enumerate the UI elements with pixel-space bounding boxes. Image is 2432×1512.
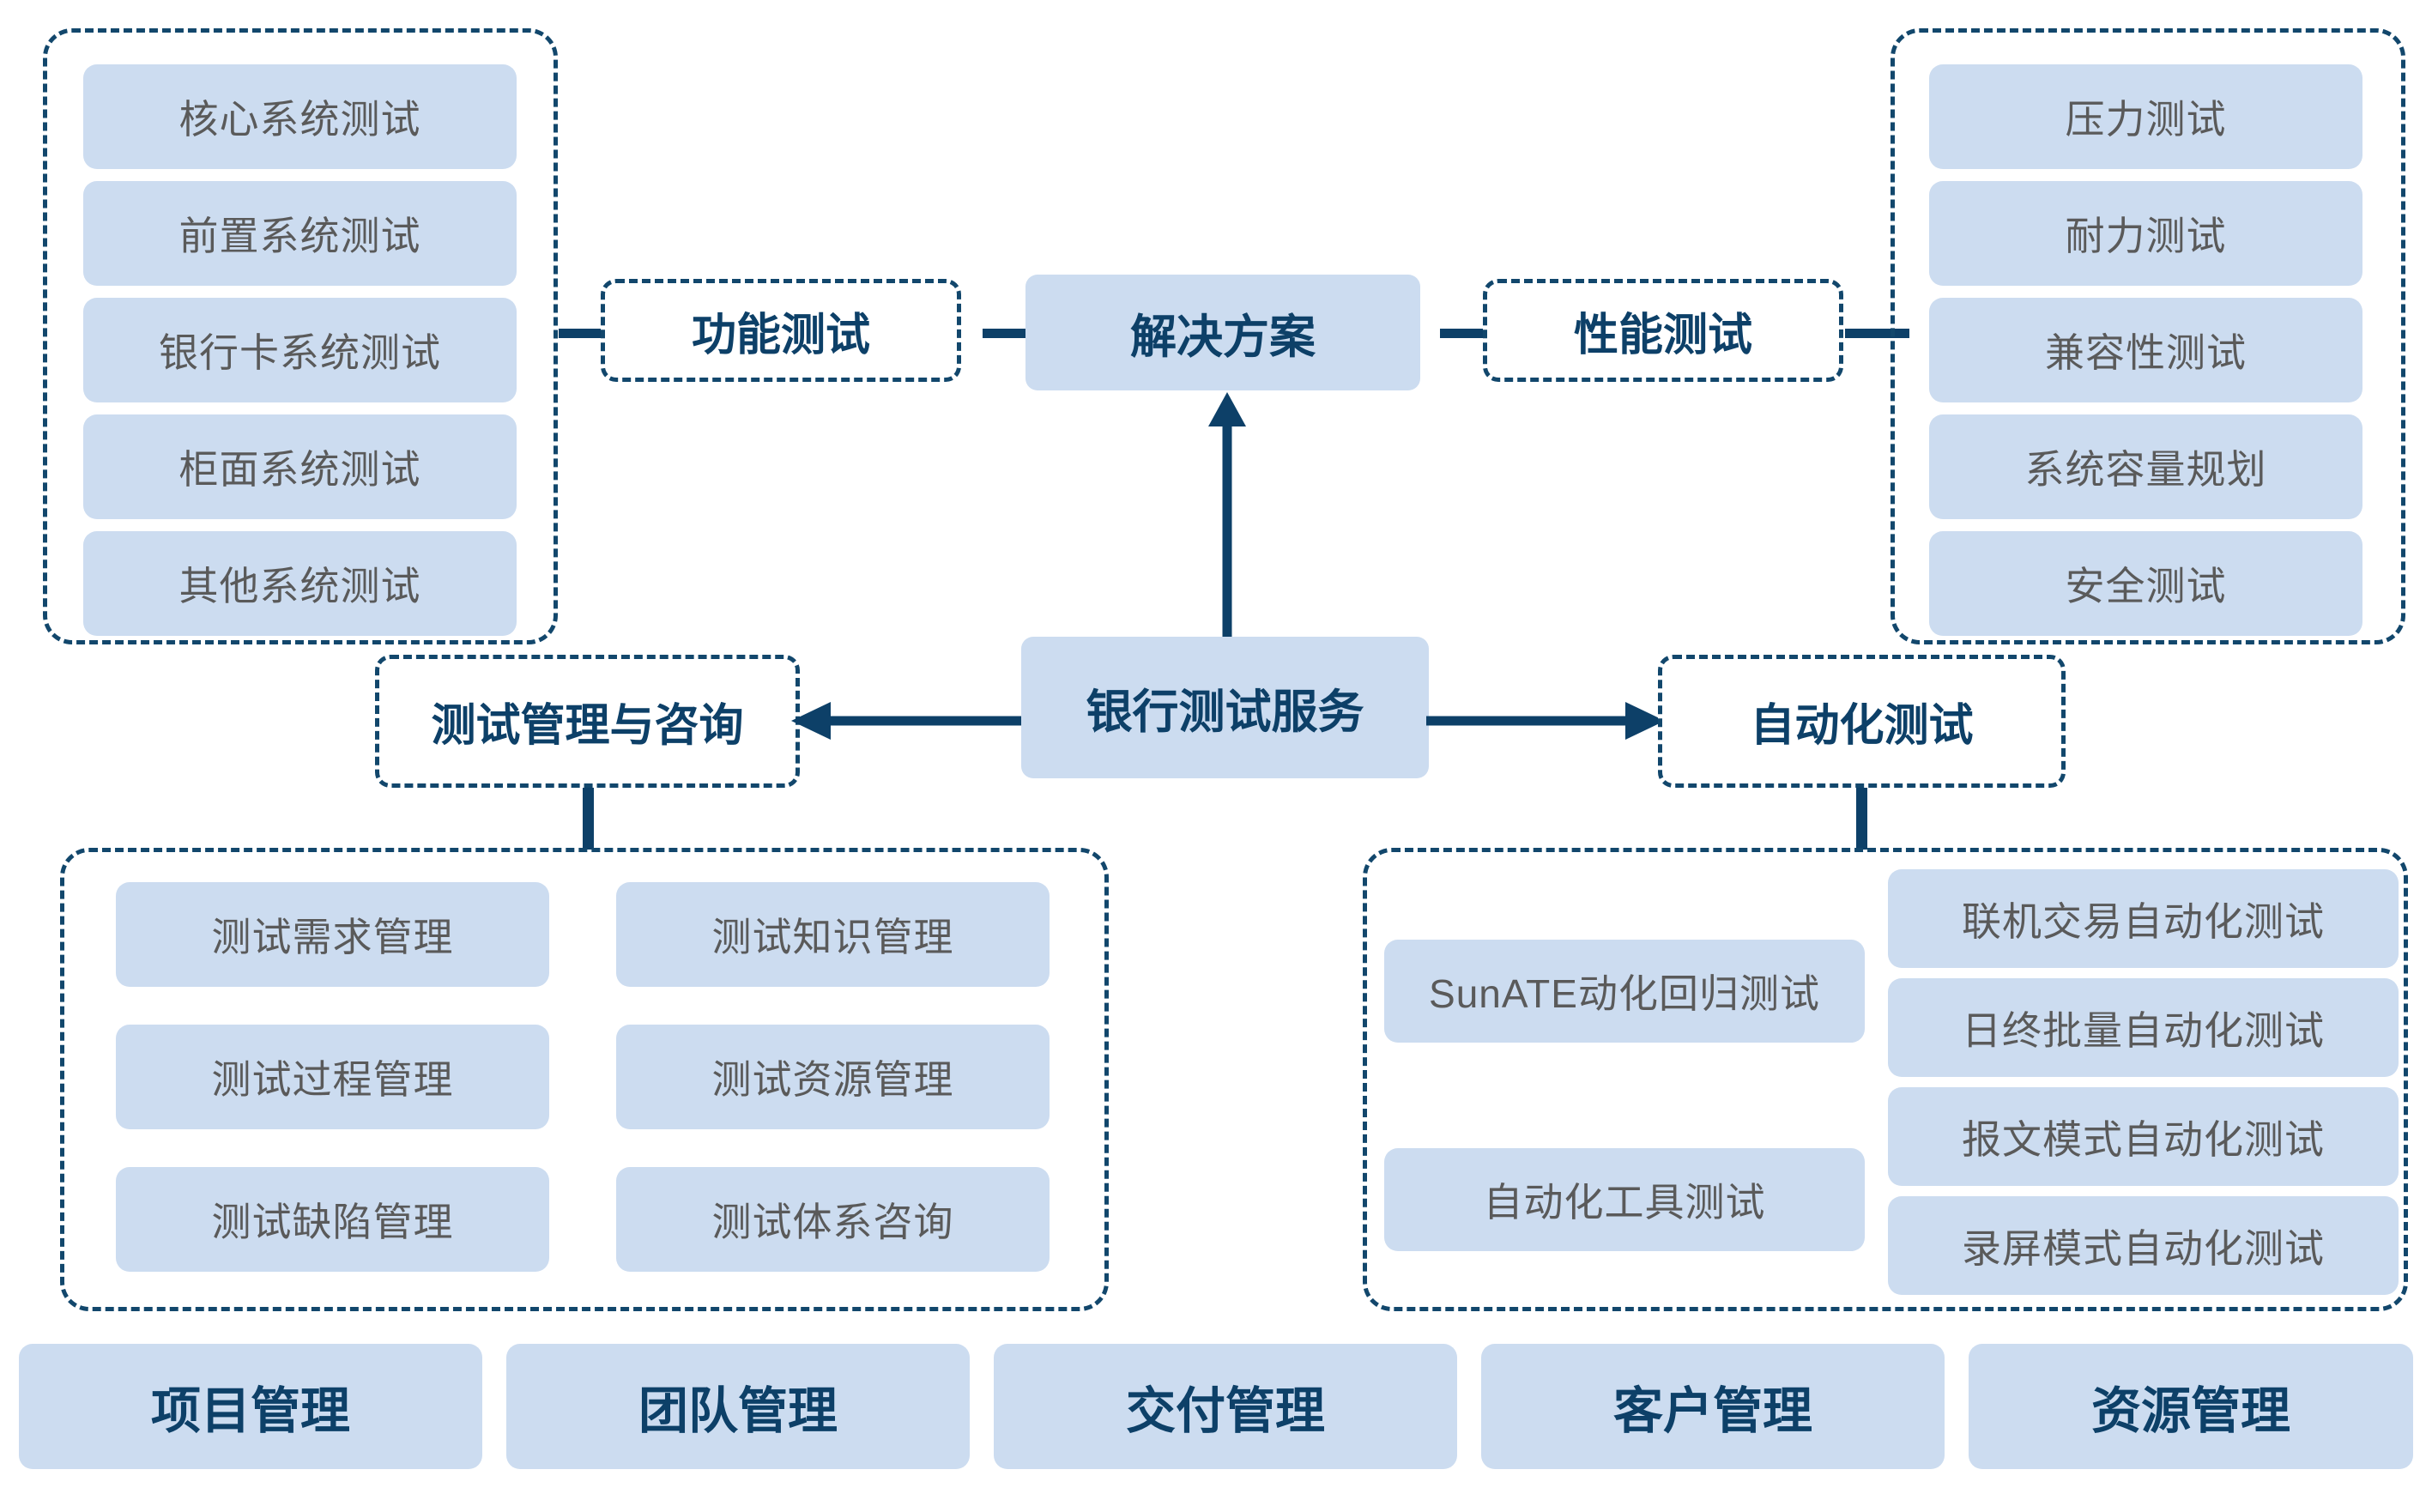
node-performance-test[interactable]: 性能测试 — [1483, 279, 1843, 382]
connector-automation-down — [1856, 788, 1867, 850]
arrow-service-to-solution — [1208, 392, 1246, 648]
chip-functional-3[interactable]: 银行卡系统测试 — [83, 298, 517, 402]
connector-performance-group — [1845, 329, 1909, 338]
node-solution[interactable]: 解决方案 — [1025, 275, 1420, 390]
chip-automation-right-1[interactable]: 联机交易自动化测试 — [1888, 869, 2399, 968]
chip-management-2[interactable]: 测试过程管理 — [116, 1025, 549, 1129]
bar-tile-4[interactable]: 客户管理 — [1481, 1344, 1945, 1469]
node-automation-test[interactable]: 自动化测试 — [1658, 655, 2066, 788]
chip-management-3[interactable]: 测试缺陷管理 — [116, 1167, 549, 1272]
connector-functional-solution — [983, 329, 1047, 338]
arrow-service-to-automation — [1426, 702, 1665, 740]
chip-performance-1[interactable]: 压力测试 — [1929, 64, 2362, 169]
connector-management-down — [583, 788, 594, 850]
chip-performance-5[interactable]: 安全测试 — [1929, 531, 2362, 636]
chip-automation-left-2[interactable]: 自动化工具测试 — [1384, 1148, 1865, 1251]
chip-automation-right-4[interactable]: 录屏模式自动化测试 — [1888, 1196, 2399, 1295]
chip-management-5[interactable]: 测试资源管理 — [616, 1025, 1050, 1129]
performance-test-group — [1891, 28, 2405, 644]
automation-test-group — [1363, 848, 2408, 1311]
connector-solution-performance — [1440, 329, 1504, 338]
chip-management-4[interactable]: 测试知识管理 — [616, 882, 1050, 987]
test-management-group — [60, 848, 1109, 1311]
chip-management-1[interactable]: 测试需求管理 — [116, 882, 549, 987]
chip-automation-right-2[interactable]: 日终批量自动化测试 — [1888, 978, 2399, 1077]
chip-functional-5[interactable]: 其他系统测试 — [83, 531, 517, 636]
chip-functional-1[interactable]: 核心系统测试 — [83, 64, 517, 169]
bar-tile-5[interactable]: 资源管理 — [1969, 1344, 2413, 1469]
chip-performance-3[interactable]: 兼容性测试 — [1929, 298, 2362, 402]
connector-functional-group — [559, 329, 623, 338]
bar-tile-2[interactable]: 团队管理 — [506, 1344, 970, 1469]
chip-performance-2[interactable]: 耐力测试 — [1929, 181, 2362, 286]
bar-tile-3[interactable]: 交付管理 — [994, 1344, 1457, 1469]
chip-functional-4[interactable]: 柜面系统测试 — [83, 414, 517, 519]
chip-performance-4[interactable]: 系统容量规划 — [1929, 414, 2362, 519]
node-test-management[interactable]: 测试管理与咨询 — [375, 655, 800, 788]
node-bank-testing-service[interactable]: 银行测试服务 — [1021, 637, 1429, 778]
chip-automation-right-3[interactable]: 报文模式自动化测试 — [1888, 1087, 2399, 1186]
chip-functional-2[interactable]: 前置系统测试 — [83, 181, 517, 286]
node-functional-test[interactable]: 功能测试 — [601, 279, 961, 382]
arrow-service-to-management — [791, 702, 1030, 740]
bar-tile-1[interactable]: 项目管理 — [19, 1344, 482, 1469]
functional-test-group — [43, 28, 558, 644]
chip-management-6[interactable]: 测试体系咨询 — [616, 1167, 1050, 1272]
chip-automation-left-1[interactable]: SunATE动化回归测试 — [1384, 940, 1865, 1043]
